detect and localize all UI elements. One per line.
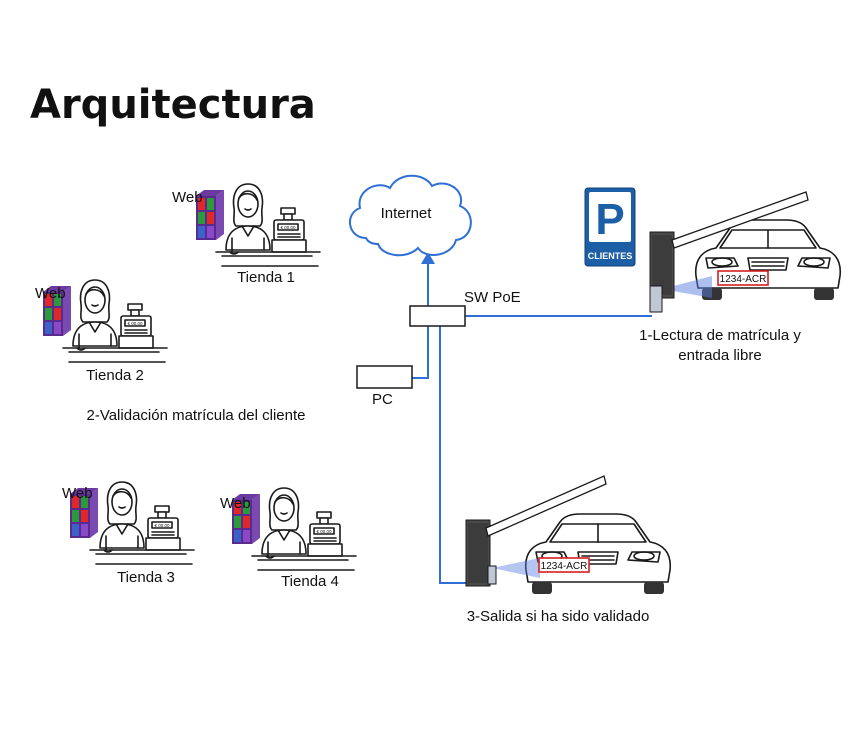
entry-plate-box [717,270,769,286]
entry-camera-beam [662,276,712,298]
exit-barrier: 1234-ACR [465,475,672,595]
exit-boom-arm [485,475,607,537]
store-2-register-display: € 00.00 [127,321,143,326]
store-4-web-label: Web [220,495,251,512]
sign-inner [589,192,631,242]
step-2-label: 2-Validación matrícula del cliente [86,407,305,424]
store-1-name: Tienda 1 [237,269,295,286]
exit-camera [487,565,497,585]
poe-switch: SW PoE [409,289,521,327]
pc-label: PC [372,391,393,408]
step-3-label: 3-Salida si ha sido validado [467,608,650,625]
store-3-web-label: Web [62,485,93,502]
store-2: Web € 00.00 Tienda 2 [35,279,168,384]
cloud-label: Internet [381,205,433,222]
pc: PC [356,365,413,408]
entry-camera [649,285,663,313]
exit-plate: 1234-ACR [541,561,588,572]
store-1-register-display: € 00.00 [280,225,296,230]
store-4-register-display: € 00.00 [316,529,332,534]
pc-box [356,365,413,389]
store-3-register-display: € 00.00 [154,523,170,528]
store-2-name: Tienda 2 [86,367,144,384]
step-1-line-1: 1-Lectura de matrícula y [639,327,801,344]
wire-switch-to-pc [412,326,429,379]
page-title: Arquitectura [30,82,316,128]
wire-switch-to-exit [439,326,466,584]
step-1-line-2: entrada libre [678,347,761,364]
sign-letter: P [595,195,624,244]
parking-sign: P CLIENTES [584,187,636,267]
store-1: Web € 00.00 Tienda 1 [172,183,321,286]
switch-label: SW PoE [464,289,521,306]
internet-cloud: Internet [349,174,472,257]
store-4-name: Tienda 4 [281,573,339,590]
entry-boom-arm [671,191,809,249]
exit-camera-beam [492,558,540,578]
store-3: Web € 00.00 Tienda 3 [62,481,195,586]
entry-barrier: 1234-ACR [649,191,842,313]
store-4: Web € 00.00 Tienda 4 [220,487,357,590]
store-3-name: Tienda 3 [117,569,175,586]
cloud-shape [349,174,472,257]
entry-plate: 1234-ACR [720,274,767,285]
switch-box [409,305,466,327]
wire-arrowhead [421,252,435,264]
sign-caption: CLIENTES [588,251,633,261]
store-2-web-label: Web [35,285,66,302]
store-1-web-label: Web [172,189,203,206]
network-wires [412,252,652,584]
exit-plate-box [538,557,590,573]
